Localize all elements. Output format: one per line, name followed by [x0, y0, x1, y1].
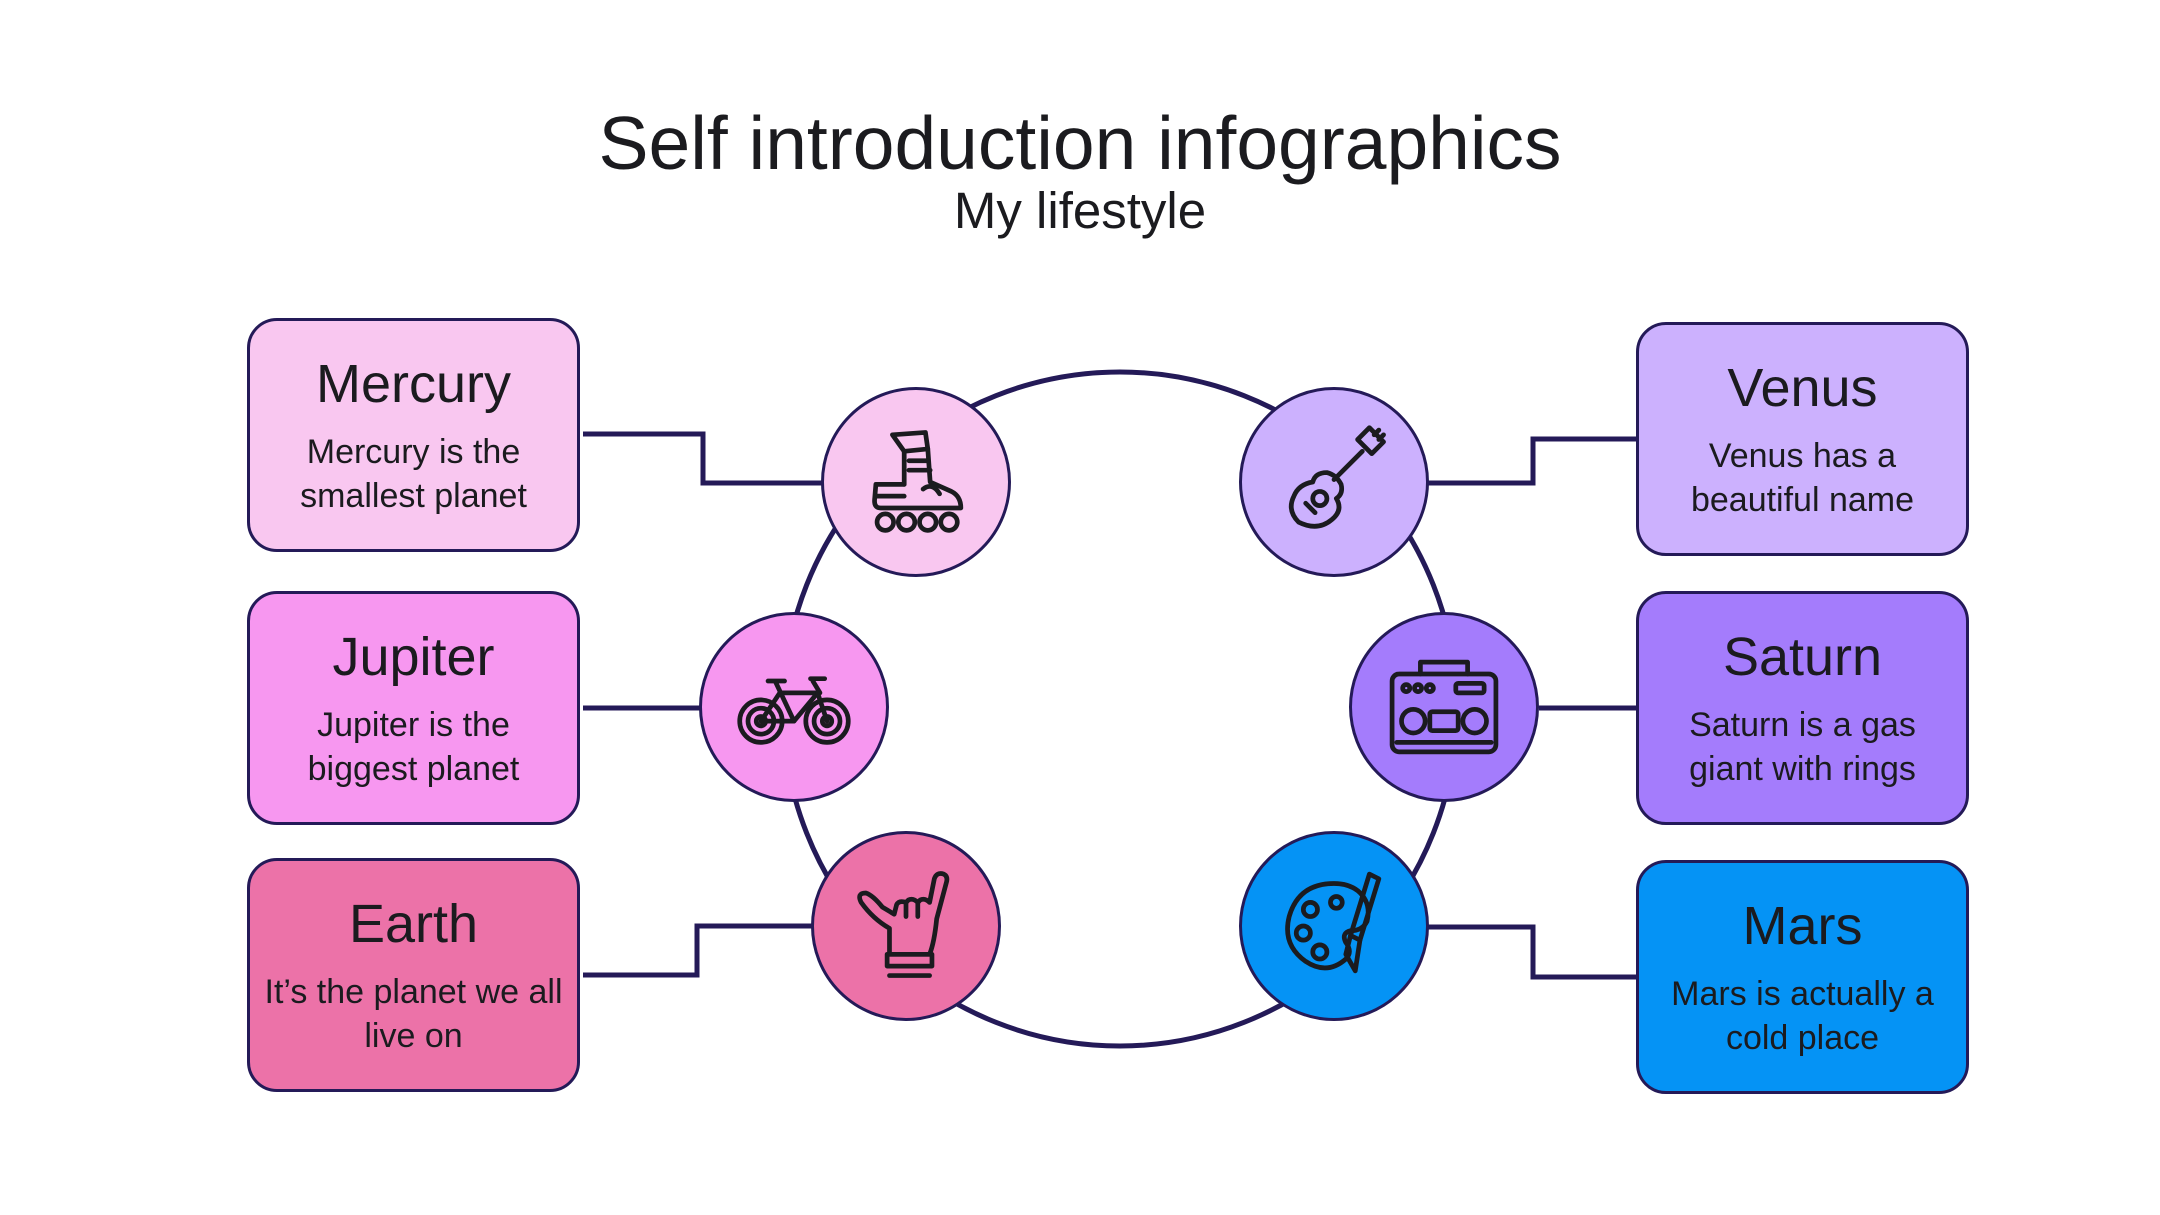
card-jupiter: Jupiter Jupiter is the biggest planet	[247, 591, 580, 825]
circle-mercury	[821, 387, 1011, 577]
card-title: Mercury	[315, 354, 511, 414]
bicycle-icon	[737, 676, 851, 745]
circle-jupiter	[699, 612, 889, 802]
paint-palette-icon	[1285, 871, 1382, 974]
boombox-icon	[1389, 659, 1499, 755]
shaka-hand-icon	[857, 871, 950, 978]
circle-mars	[1239, 831, 1429, 1021]
circle-saturn	[1349, 612, 1539, 802]
connector-venus	[1428, 436, 1636, 486]
card-saturn: Saturn Saturn is a gas giant with rings	[1636, 591, 1969, 825]
card-title: Venus	[1727, 358, 1878, 418]
card-title: Mars	[1742, 896, 1863, 956]
page-title: Self introduction infographics	[598, 101, 1562, 185]
card-description: Mercury is the smallest planet	[300, 433, 527, 515]
connector-mercury	[583, 431, 824, 486]
card-description: It’s the planet we all live on	[264, 973, 563, 1055]
connector-earth	[583, 923, 812, 978]
card-description: Venus has a beautiful name	[1690, 437, 1915, 519]
card-earth: Earth It’s the planet we all live on	[247, 858, 580, 1092]
card-title: Earth	[348, 894, 479, 954]
circle-earth	[811, 831, 1001, 1021]
card-mars: Mars Mars is actually a cold place	[1636, 860, 1969, 1094]
connector-mars	[1428, 924, 1636, 980]
card-description: Mars is actually a cold place	[1671, 975, 1934, 1057]
card-title: Jupiter	[332, 627, 495, 687]
inline-skate-icon	[872, 430, 964, 533]
card-description: Saturn is a gas giant with rings	[1689, 706, 1916, 788]
circle-venus	[1239, 387, 1429, 577]
card-venus: Venus Venus has a beautiful name	[1636, 322, 1969, 556]
card-description: Jupiter is the biggest planet	[307, 706, 520, 788]
guitar-icon	[1288, 425, 1386, 529]
card-title: Saturn	[1722, 627, 1883, 687]
page-subtitle: My lifestyle	[953, 182, 1207, 239]
card-mercury: Mercury Mercury is the smallest planet	[247, 318, 580, 552]
